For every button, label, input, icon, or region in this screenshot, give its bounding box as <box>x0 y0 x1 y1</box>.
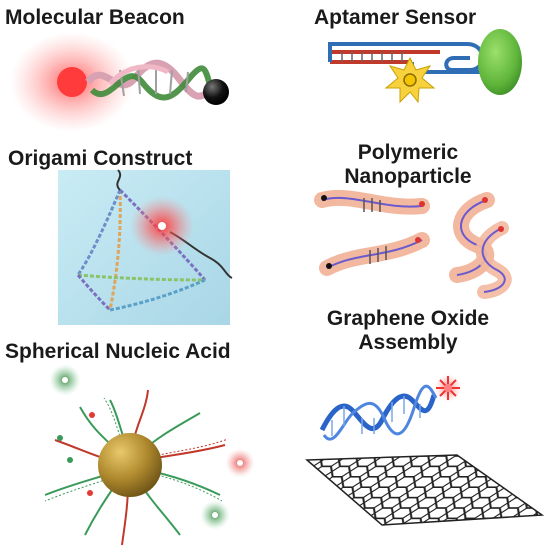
origami-construct-panel: Origami Construct <box>0 140 272 335</box>
target-molecule <box>478 29 522 95</box>
molecular-beacon-illustration <box>10 32 229 132</box>
fluorophore-dot <box>57 67 87 97</box>
polymeric-nanoparticle-panel: Polymeric Nanoparticle <box>272 140 544 335</box>
aptamer-sensor-panel: Aptamer Sensor <box>272 0 544 140</box>
origami-construct-title: Origami Construct <box>8 147 193 170</box>
spherical-nucleic-acid-panel: Spherical Nucleic Acid <box>0 335 272 550</box>
spherical-nucleic-acid-illustration <box>44 364 255 546</box>
graphene-oxide-assembly-panel: Graphene Oxide Assembly <box>272 300 544 550</box>
quencher-ball <box>203 79 229 105</box>
spherical-nucleic-acid-title: Spherical Nucleic Acid <box>5 340 231 363</box>
polymeric-nanoparticle-title-line1: Polymeric <box>357 141 459 164</box>
gold-core <box>98 433 162 497</box>
molecular-beacon-title: Molecular Beacon <box>5 6 185 29</box>
origami-construct-illustration <box>58 169 233 325</box>
aptamer-sensor-illustration <box>328 29 522 104</box>
aptamer-sensor-title: Aptamer Sensor <box>314 6 477 29</box>
graphene-oxide-title-line2: Assembly <box>358 331 458 354</box>
graphene-oxide-title-line1: Graphene Oxide <box>326 307 490 330</box>
molecular-beacon-panel: Molecular Beacon <box>0 0 272 140</box>
graphene-sheet <box>305 454 544 526</box>
graphene-oxide-illustration <box>305 374 544 526</box>
polymeric-nanoparticle-illustration <box>314 189 512 299</box>
polymeric-nanoparticle-title-line2: Nanoparticle <box>344 165 472 188</box>
